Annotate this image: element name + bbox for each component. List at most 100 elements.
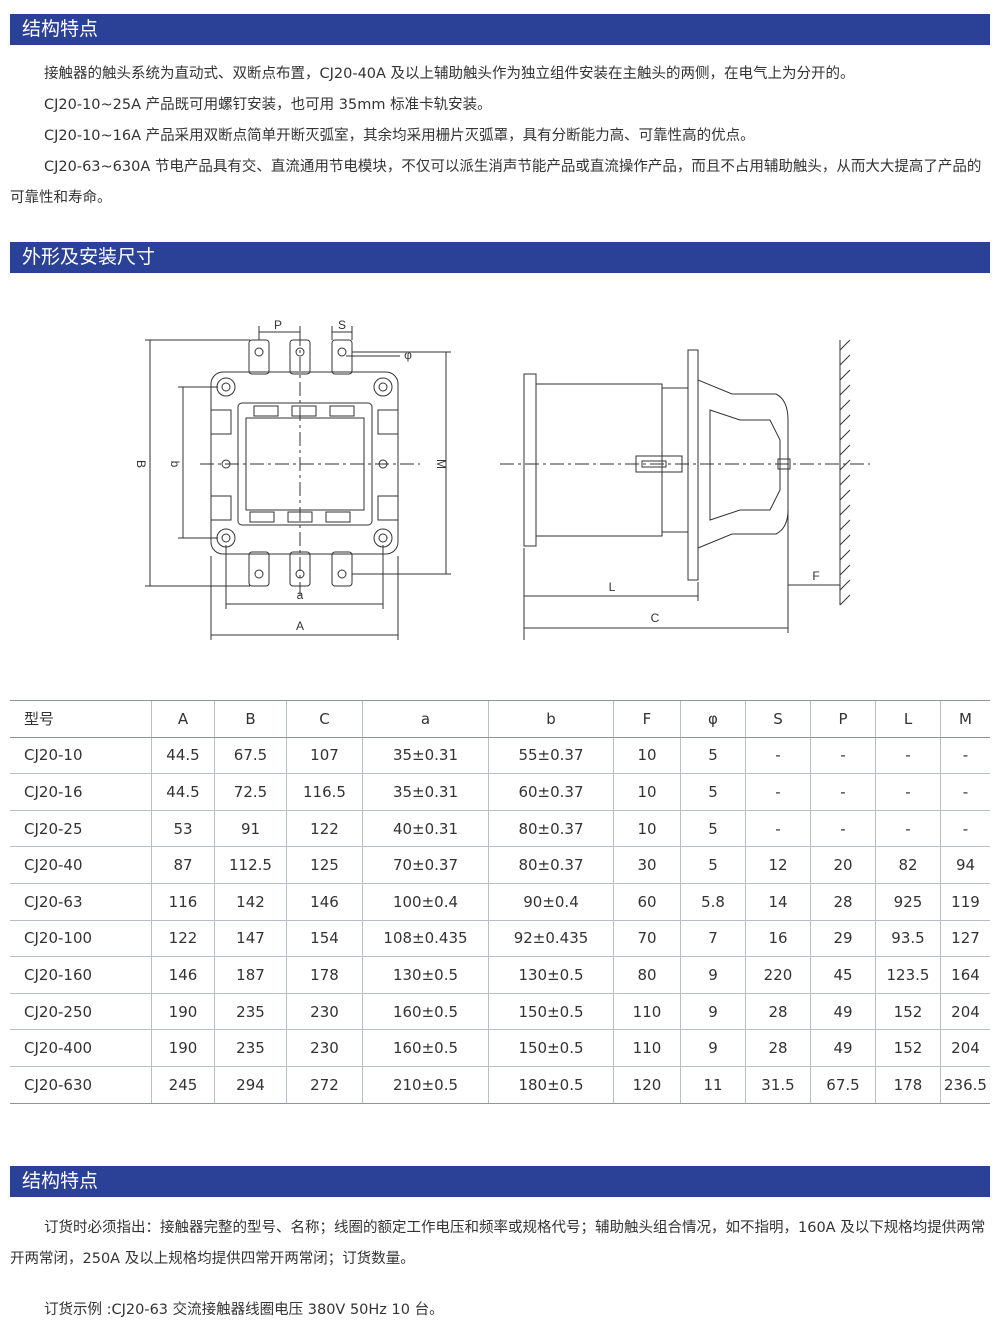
value-cell: 5 — [680, 773, 746, 811]
side-view-labels: L C F — [609, 569, 820, 625]
value-cell: - — [745, 773, 811, 811]
paragraph: CJ20-10~16A 产品采用双断点简单开断灭弧室，其余均采用栅片灭弧罩，具有… — [44, 128, 755, 144]
value-cell: 10 — [613, 773, 681, 811]
table-header: S — [745, 700, 811, 738]
value-cell: 220 — [745, 956, 811, 994]
value-cell: 9 — [680, 1029, 746, 1067]
value-cell: 67.5 — [214, 737, 287, 775]
value-cell: 187 — [214, 956, 287, 994]
value-cell: 204 — [940, 993, 990, 1031]
value-cell: 53 — [151, 810, 215, 848]
dimension-drawing: P S φ B b M a A L C F — [134, 318, 870, 640]
value-cell: 190 — [151, 993, 215, 1031]
dim-label-b: b — [168, 461, 182, 468]
table-header: B — [214, 700, 287, 738]
value-cell: 178 — [875, 1066, 941, 1104]
value-cell: 80 — [613, 956, 681, 994]
value-cell: 152 — [875, 993, 941, 1031]
value-cell: 94 — [940, 846, 990, 884]
value-cell: 122 — [286, 810, 363, 848]
value-cell: 142 — [214, 883, 287, 921]
value-cell: 5.8 — [680, 883, 746, 921]
front-view-labels: P S φ B b M a A — [134, 318, 448, 633]
dim-label-phi: φ — [404, 348, 412, 362]
value-cell: 29 — [810, 920, 876, 958]
value-cell: 7 — [680, 920, 746, 958]
value-cell: 5 — [680, 810, 746, 848]
value-cell: 112.5 — [214, 846, 287, 884]
value-cell: 204 — [940, 1029, 990, 1067]
model-cell: CJ20-63 — [10, 883, 152, 921]
value-cell: - — [940, 773, 990, 811]
section-title-dimensions: 外形及安装尺寸 — [10, 242, 990, 273]
value-cell: 146 — [286, 883, 363, 921]
dim-label-P: P — [274, 318, 282, 332]
dim-label-S: S — [338, 318, 346, 332]
side-view — [500, 340, 870, 640]
table-header-row: 型号 A B C a b F φ S P L M — [10, 700, 990, 738]
value-cell: 72.5 — [214, 773, 287, 811]
value-cell: 16 — [745, 920, 811, 958]
value-cell: 130±0.5 — [362, 956, 489, 994]
value-cell: 60 — [613, 883, 681, 921]
model-cell: CJ20-630 — [10, 1066, 152, 1104]
value-cell: 120 — [613, 1066, 681, 1104]
dim-label-a: a — [297, 588, 304, 602]
value-cell: 110 — [613, 993, 681, 1031]
front-view — [145, 326, 451, 640]
table-header: L — [875, 700, 941, 738]
value-cell: 245 — [151, 1066, 215, 1104]
value-cell: 35±0.31 — [362, 773, 489, 811]
table-header: M — [940, 700, 990, 738]
table-header: a — [362, 700, 489, 738]
value-cell: 236.5 — [940, 1066, 990, 1104]
dim-label-L: L — [609, 580, 616, 594]
value-cell: 44.5 — [151, 773, 215, 811]
value-cell: 28 — [810, 883, 876, 921]
table-header: A — [151, 700, 215, 738]
value-cell: 190 — [151, 1029, 215, 1067]
value-cell: 147 — [214, 920, 287, 958]
value-cell: 82 — [875, 846, 941, 884]
value-cell: 20 — [810, 846, 876, 884]
model-cell: CJ20-25 — [10, 810, 152, 848]
value-cell: 150±0.5 — [488, 1029, 614, 1067]
paragraph: CJ20-10~25A 产品既可用螺钉安装，也可用 35mm 标准卡轨安装。 — [44, 97, 492, 113]
value-cell: 10 — [613, 810, 681, 848]
value-cell: 107 — [286, 737, 363, 775]
value-cell: 55±0.37 — [488, 737, 614, 775]
value-cell: - — [940, 810, 990, 848]
value-cell: 108±0.435 — [362, 920, 489, 958]
table-header: b — [488, 700, 614, 738]
value-cell: 70 — [613, 920, 681, 958]
value-cell: 119 — [940, 883, 990, 921]
value-cell: 5 — [680, 846, 746, 884]
value-cell: - — [810, 773, 876, 811]
section-title-ordering: 结构特点 — [10, 1166, 990, 1197]
value-cell: 11 — [680, 1066, 746, 1104]
value-cell: 230 — [286, 1029, 363, 1067]
paragraph: CJ20-63~630A 节电产品具有交、直流通用节电模块，不仅可以派生消声节能… — [10, 159, 982, 206]
value-cell: 80±0.37 — [488, 810, 614, 848]
model-cell: CJ20-160 — [10, 956, 152, 994]
model-cell: CJ20-40 — [10, 846, 152, 884]
value-cell: 31.5 — [745, 1066, 811, 1104]
value-cell: 146 — [151, 956, 215, 994]
value-cell: 40±0.31 — [362, 810, 489, 848]
model-cell: CJ20-10 — [10, 737, 152, 775]
model-cell: CJ20-16 — [10, 773, 152, 811]
dim-label-B: B — [134, 460, 148, 468]
value-cell: 9 — [680, 956, 746, 994]
value-cell: 164 — [940, 956, 990, 994]
value-cell: 100±0.4 — [362, 883, 489, 921]
paragraph: 接触器的触头系统为直动式、双断点布置，CJ20-40A 及以上辅助触头作为独立组… — [44, 66, 855, 82]
value-cell: 30 — [613, 846, 681, 884]
value-cell: 235 — [214, 1029, 287, 1067]
value-cell: 35±0.31 — [362, 737, 489, 775]
